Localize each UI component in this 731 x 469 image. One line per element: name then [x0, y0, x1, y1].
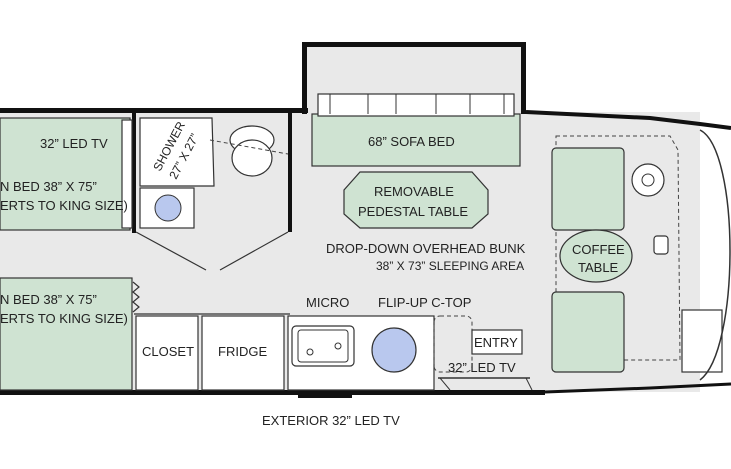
- passenger-seat: [551, 291, 625, 373]
- bath-sink: [154, 194, 182, 222]
- slide-out-right-wall: [521, 42, 526, 114]
- entry-label: ENTRY: [474, 335, 518, 350]
- bedroom-tv-label: 32” LED TV: [40, 136, 108, 151]
- entry-step: [439, 377, 533, 391]
- top-wall-bedroom: [0, 108, 136, 113]
- bottom-wall-cab: [544, 382, 731, 394]
- cooktop-burner: [371, 327, 417, 373]
- driver-seat: [551, 147, 625, 231]
- drain-icon: [334, 342, 342, 350]
- slide-out-left-wall: [302, 42, 307, 114]
- dash-control-icon: [653, 235, 669, 255]
- flip-up-countertop-label: FLIP-UP C-TOP: [378, 295, 471, 310]
- lower-twin-bed: [0, 277, 133, 391]
- coffee-table: [559, 229, 633, 283]
- upper-bed-label-line1: N BED 38” X 75”: [0, 179, 97, 194]
- closet: [135, 315, 199, 391]
- exterior-tv-label: EXTERIOR 32” LED TV: [262, 413, 400, 428]
- slide-out-top-wall: [302, 42, 526, 47]
- upper-twin-bed: [0, 117, 131, 231]
- fridge: [201, 315, 285, 391]
- pedestal-table: [343, 171, 489, 229]
- entry-box: [471, 329, 523, 355]
- microwave-label: MICRO: [306, 295, 349, 310]
- windshield: [699, 129, 731, 381]
- cab-door: [681, 309, 723, 373]
- bottom-wall: [0, 390, 545, 395]
- bunk-label-line2: 38” X 73” SLEEPING AREA: [376, 259, 524, 273]
- bath-left-wall: [132, 108, 136, 233]
- kitchen-sink: [291, 325, 355, 367]
- exterior-tv-mark: [298, 392, 352, 398]
- fridge-label: FRIDGE: [218, 344, 267, 359]
- bath-right-wall: [288, 112, 292, 232]
- top-wall-cab: [525, 110, 731, 130]
- steering-wheel-icon: [631, 163, 665, 197]
- bunk-label-line1: DROP-DOWN OVERHEAD BUNK: [326, 241, 526, 256]
- bath-door-left: [135, 231, 207, 271]
- coffee-table-label-line2: TABLE: [578, 260, 619, 275]
- shower: [139, 117, 215, 187]
- bath-vanity-dash: [209, 139, 289, 155]
- kitchen-sink-basin: [297, 329, 349, 363]
- steering-hub-icon: [641, 173, 655, 187]
- table-label-line1: REMOVABLE: [374, 184, 454, 199]
- sofa-bed-label: 68” SOFA BED: [368, 134, 455, 149]
- entry-tv-label: 32” LED TV: [448, 360, 516, 375]
- lower-bed-label-line1: N BED 38” X 75”: [0, 292, 97, 307]
- bath-door-right: [219, 231, 289, 271]
- sofa-back: [317, 93, 515, 117]
- lower-bed-label-line2: ERTS TO KING SIZE): [0, 311, 128, 326]
- coffee-table-label-line1: COFFEE: [572, 242, 625, 257]
- faucet-icon: [306, 348, 314, 356]
- sofa-bed: [311, 113, 521, 167]
- table-label-line2: PEDESTAL TABLE: [358, 204, 468, 219]
- bed-spring-icon: [132, 281, 140, 313]
- top-wall-bath: [132, 108, 308, 113]
- closet-label: CLOSET: [142, 344, 194, 359]
- overhead-bunk-outline: [555, 135, 681, 361]
- upper-bed-label-line2: ERTS TO KING SIZE): [0, 198, 128, 213]
- upper-bed-headboard: [121, 119, 133, 229]
